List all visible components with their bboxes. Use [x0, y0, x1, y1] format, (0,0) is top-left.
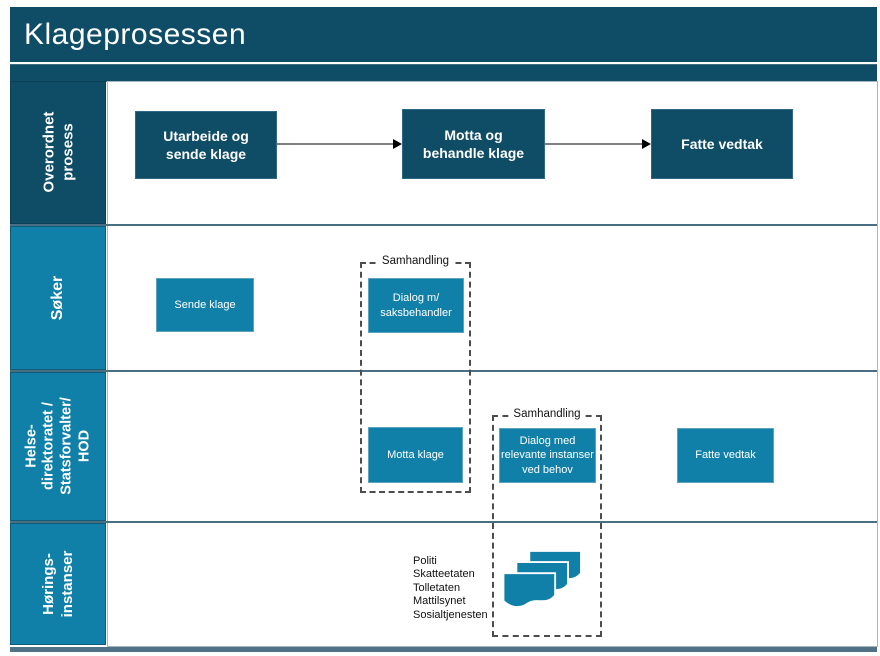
lane-header-soker — [10, 226, 106, 370]
step-utarbeide-og-sende-klage: Utarbeide og sende klage — [135, 111, 277, 179]
footer-bar — [10, 647, 877, 652]
box-dialog-m-saksbehandler: Dialog m/ saksbehandler — [368, 278, 464, 333]
stacked-documents-icon — [502, 550, 587, 623]
title-subband — [10, 64, 877, 82]
box-motta-klage: Motta klage — [368, 427, 463, 483]
box-sende-klage: Sende klage — [156, 278, 254, 332]
lane-label-helsedirektoratet: Helse- direktoratet / Statsforvalter/ HO… — [23, 397, 93, 495]
lane-separator-2 — [10, 370, 877, 372]
arrow-head-icon-1 — [393, 139, 402, 149]
page-title: Klageprosessen — [24, 17, 247, 51]
lane-header-horingsinstanser — [10, 523, 106, 645]
step-fatte-vedtak: Fatte vedtak — [651, 109, 793, 179]
arrow-head-icon-2 — [642, 139, 651, 149]
step-motta-og-behandle-klage: Motta og behandle klage — [402, 109, 545, 179]
box-dialog-med-relevante-instanser: Dialog med relevante instanser ved behov — [499, 428, 596, 483]
lane-header-overordnet-prosess — [10, 81, 106, 224]
samhandling-container-soker: Samhandling — [360, 255, 471, 493]
lane-header-helsedirektoratet — [10, 372, 106, 521]
lane-label-horingsinstanser: Hørings- instanser — [39, 550, 77, 618]
title-bar: Klageprosessen — [10, 7, 877, 62]
box-fatte-vedtak-lane3: Fatte vedtak — [677, 428, 774, 483]
samhandling-container-helsedirektoratet: Samhandling — [492, 408, 602, 637]
lane-label-soker: Søker — [49, 275, 66, 321]
lane-separator-1 — [10, 224, 877, 226]
arrow-line-2 — [545, 143, 642, 145]
samhandling-label-1: Samhandling — [376, 255, 455, 267]
arrow-line-1 — [277, 143, 393, 145]
lane-label-overordnet-prosess: Overordnet prosess — [40, 111, 77, 193]
samhandling-label-2: Samhandling — [508, 408, 586, 420]
lane-separator-3 — [10, 521, 877, 523]
horingsinstanser-list: Politi Skatteetaten Tolletaten Mattilsyn… — [413, 555, 488, 621]
